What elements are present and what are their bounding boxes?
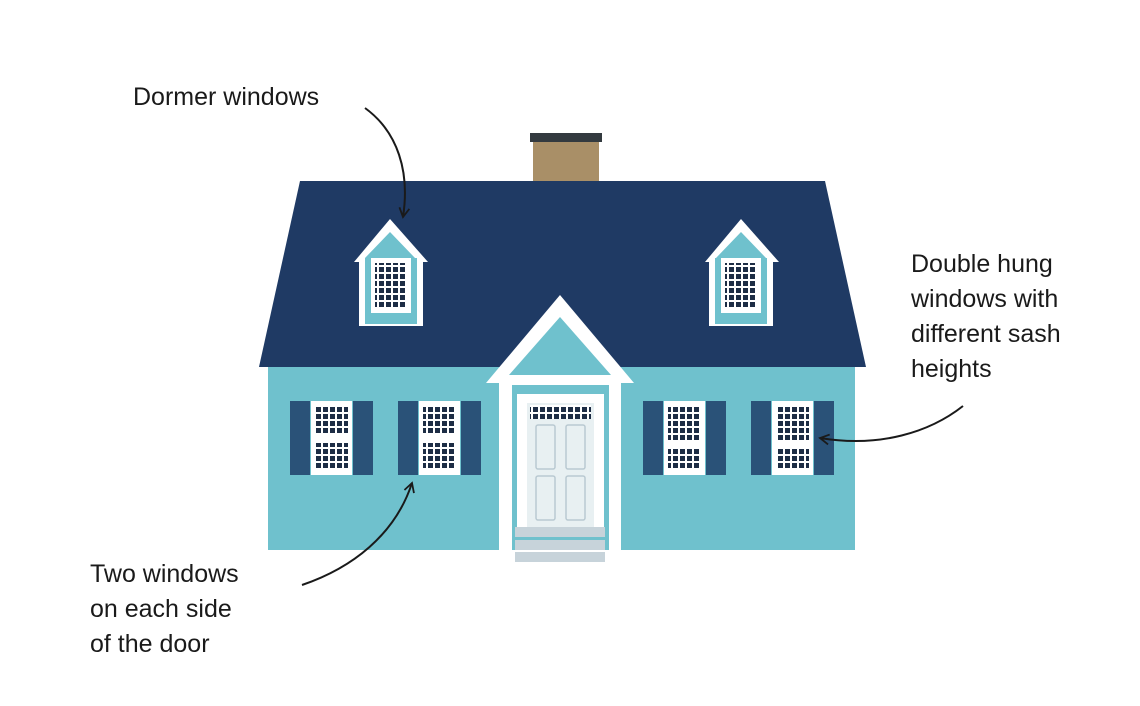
shutter	[290, 401, 310, 475]
dormer-window-right	[705, 219, 779, 326]
two-windows-label: Two windows on each side of the door	[90, 557, 239, 662]
portico	[486, 295, 634, 562]
double-hung-arrow	[818, 405, 964, 446]
shutter	[751, 401, 771, 475]
label-line: on each side	[90, 595, 232, 623]
label-line: Double hung	[911, 250, 1053, 278]
door-step	[515, 540, 605, 550]
chimney-cap	[530, 133, 602, 142]
shutter	[461, 401, 481, 475]
dormer-windows-label: Dormer windows	[133, 80, 319, 115]
label-line: of the door	[90, 630, 210, 658]
label-line: heights	[911, 355, 992, 383]
front-door	[527, 403, 594, 527]
two-windows-arrow	[301, 481, 415, 586]
dormer-arrow	[364, 107, 411, 219]
double-hung-label: Double hung windows with different sash …	[911, 247, 1061, 387]
label-line: Two windows	[90, 560, 239, 588]
label-line: Dormer windows	[133, 83, 320, 111]
window-4	[751, 401, 834, 475]
window-1	[290, 401, 373, 475]
window-2	[398, 401, 481, 475]
shutter	[353, 401, 373, 475]
shutter	[643, 401, 663, 475]
label-line: different sash	[911, 320, 1061, 348]
shutter	[398, 401, 418, 475]
dormer-window-left	[354, 219, 428, 326]
door-step	[515, 552, 605, 562]
label-line: windows with	[911, 285, 1059, 313]
window-3	[643, 401, 726, 475]
door-transom	[530, 405, 591, 419]
door-step	[515, 527, 605, 537]
shutter	[706, 401, 726, 475]
